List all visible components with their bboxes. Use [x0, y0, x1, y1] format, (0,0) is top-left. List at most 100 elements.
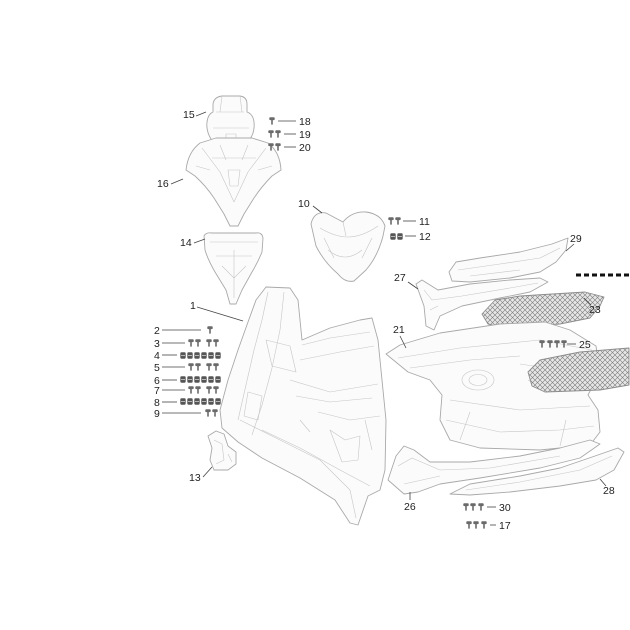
part-26-drawing — [387, 439, 601, 495]
fastener-group-19 — [268, 130, 281, 138]
callout-9[interactable]: 9 — [154, 408, 160, 420]
leader-14 — [193, 238, 206, 244]
leader-lines — [162, 111, 607, 526]
leader-13 — [202, 466, 213, 478]
bolt-icon — [206, 339, 212, 347]
leader-1 — [196, 306, 244, 322]
callout-12[interactable]: 12 — [419, 231, 431, 243]
clip-icon — [215, 352, 221, 359]
clip-icon — [201, 376, 207, 383]
callout-11[interactable]: 11 — [419, 216, 430, 228]
callout-21[interactable]: 21 — [393, 324, 405, 336]
callout-20[interactable]: 20 — [299, 142, 311, 154]
clip-icon — [180, 352, 186, 359]
fastener-group-6 — [180, 376, 221, 383]
callout-10[interactable]: 10 — [298, 198, 310, 210]
clip-icon — [180, 398, 186, 405]
callout-4[interactable]: 4 — [154, 350, 160, 362]
fastener-group-9 — [205, 409, 218, 417]
bolt-icon — [205, 409, 211, 417]
clip-icon — [187, 352, 193, 359]
bolt-icon — [473, 521, 479, 529]
bolt-icon — [213, 363, 219, 371]
fastener-group-18 — [269, 117, 275, 125]
clip-icon — [208, 352, 214, 359]
bolt-icon — [213, 339, 219, 347]
callout-8[interactable]: 8 — [154, 397, 160, 409]
callout-17[interactable]: 17 — [499, 520, 511, 532]
leader-15 — [195, 111, 207, 117]
side-mesh-drawing — [527, 347, 630, 393]
fastener-group-5 — [188, 363, 219, 371]
bolt-icon — [195, 386, 201, 394]
callout-18[interactable]: 18 — [299, 116, 311, 128]
callout-26[interactable]: 26 — [404, 501, 416, 513]
part-1-drawing — [219, 286, 387, 526]
callout-3[interactable]: 3 — [154, 338, 160, 350]
bolt-icon — [206, 386, 212, 394]
leader-10 — [312, 205, 323, 214]
bolt-icon — [395, 217, 401, 225]
clip-icon — [194, 376, 200, 383]
bolt-icon — [466, 521, 472, 529]
leader-28 — [599, 478, 607, 487]
bolt-icon — [481, 521, 487, 529]
callout-2[interactable]: 2 — [154, 325, 160, 337]
callout-19[interactable]: 19 — [299, 129, 311, 141]
bolt-icon — [463, 503, 469, 511]
callout-14[interactable]: 14 — [180, 237, 192, 249]
clip-icon — [215, 398, 221, 405]
clip-icon — [201, 352, 207, 359]
bolt-icon — [195, 339, 201, 347]
bolt-icon — [188, 363, 194, 371]
leader-29 — [565, 243, 575, 252]
fastener-group-7 — [188, 386, 219, 394]
bolt-icon — [206, 363, 212, 371]
callout-5[interactable]: 5 — [154, 362, 160, 374]
callout-30[interactable]: 30 — [499, 502, 511, 514]
bolt-icon — [213, 386, 219, 394]
leader-16 — [170, 178, 184, 185]
callout-29[interactable]: 29 — [570, 233, 582, 245]
callout-27[interactable]: 27 — [394, 272, 406, 284]
fastener-group-30 — [463, 503, 484, 511]
bolt-icon — [188, 339, 194, 347]
callout-13[interactable]: 13 — [189, 472, 201, 484]
fastener-group-17 — [466, 521, 487, 529]
fastener-group-3 — [188, 339, 219, 347]
callout-6[interactable]: 6 — [154, 375, 160, 387]
bolt-icon — [195, 363, 201, 371]
callout-labels: 15 18 19 20 16 10 11 12 14 29 27 23 1 2 … — [154, 109, 615, 532]
bolt-icon — [470, 503, 476, 511]
bolt-icon — [212, 409, 218, 417]
part-10-drawing — [310, 211, 386, 282]
callout-23[interactable]: 23 — [589, 304, 601, 316]
part-13-drawing — [207, 430, 237, 471]
bolt-icon — [269, 117, 275, 125]
callout-16[interactable]: 16 — [157, 178, 169, 190]
fastener-group-8 — [180, 398, 221, 405]
part-29-drawing — [448, 237, 569, 283]
fastener-group-2 — [207, 326, 213, 334]
clip-icon — [208, 398, 214, 405]
callout-15[interactable]: 15 — [183, 109, 195, 121]
callout-28[interactable]: 28 — [603, 485, 615, 497]
part-16-drawing — [185, 137, 282, 227]
part-14-drawing — [203, 232, 264, 305]
callout-1[interactable]: 1 — [190, 300, 196, 312]
clip-icon — [194, 352, 200, 359]
bolt-icon — [275, 143, 281, 151]
leader-27 — [407, 281, 419, 290]
leader-21 — [399, 335, 407, 349]
callout-7[interactable]: 7 — [154, 385, 160, 397]
bolt-icon — [268, 130, 274, 138]
part-15-drawing — [206, 95, 255, 147]
callout-25[interactable]: 25 — [579, 339, 591, 351]
clip-icon — [194, 398, 200, 405]
fastener-group-4 — [180, 352, 221, 359]
clip-icon — [187, 398, 193, 405]
bolt-icon — [388, 217, 394, 225]
bolt-icon — [275, 130, 281, 138]
clip-icon — [180, 376, 186, 383]
